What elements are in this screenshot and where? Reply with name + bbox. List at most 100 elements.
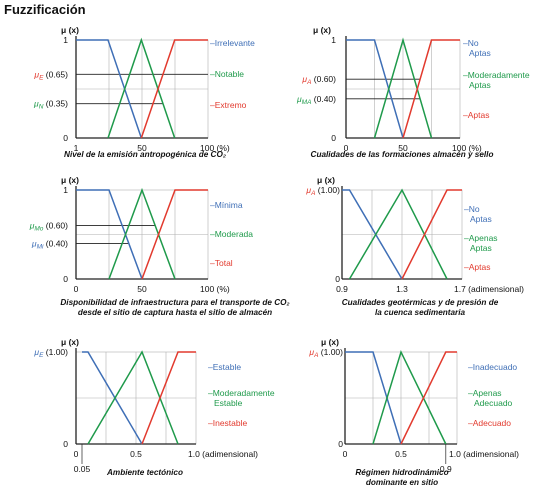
legend-label-3: –Aptas: [463, 110, 489, 120]
x-tick-label: 1: [74, 143, 79, 153]
series-line-3: [140, 39, 208, 139]
membership-marker-label: μMo (0.60): [29, 221, 68, 233]
y-tick-label-top: 1: [63, 185, 68, 195]
membership-marker-label: μMA (0.40): [296, 94, 336, 106]
series-line-2: [348, 188, 448, 280]
series-line-2: [372, 349, 447, 445]
y-tick-label-top: μA (1.00): [308, 347, 343, 359]
legend-label-3: –Aptas: [464, 262, 490, 272]
x-tick-label: 1.0 (adimensional): [188, 449, 258, 459]
x-tick-label: 0.5: [395, 449, 407, 459]
chart-caption: la cuenca sedimentaria: [375, 308, 466, 317]
legend-label-1: –Mínima: [210, 200, 243, 210]
series-line-2: [373, 37, 433, 139]
x-tick-label: 0: [74, 284, 79, 294]
y-tick-label-top: 1: [63, 35, 68, 45]
x-tick-label: 1.7 (adimensional): [454, 284, 524, 294]
chart-panel-3: μ (x)1 0 μMo (0.60) μMi (0.40) –Mínima –Moder…: [29, 175, 290, 317]
chart-caption: Cualidades de las formaciones almacén y …: [311, 150, 494, 159]
grid: [341, 189, 463, 280]
legend-label-3: –Adecuado: [468, 418, 511, 428]
chart-caption: dominante en sitio: [366, 478, 438, 487]
legend-label-3: –Extremo: [210, 100, 247, 110]
membership-marker-label: μA (0.60): [301, 74, 336, 86]
series-line-1: [346, 39, 404, 139]
y-tick-label-bottom: 0: [331, 133, 336, 143]
extra-tick-label: 0.9: [440, 464, 452, 474]
y-tick-label-bottom: 0: [63, 274, 68, 284]
page-title: Fuzzificación: [4, 2, 86, 17]
y-tick-label-bottom: 0: [63, 439, 68, 449]
series-line-1: [76, 189, 143, 280]
legend-label-1: –Irrelevante: [210, 38, 255, 48]
x-tick-label: 0.9: [336, 284, 348, 294]
y-axis-title: μ (x): [61, 25, 79, 35]
y-tick-label-top: μA (1.00): [305, 185, 340, 197]
y-tick-label-top: 1: [331, 35, 336, 45]
membership-marker-label: μE (0.65): [33, 69, 68, 81]
series-line-3: [141, 351, 196, 445]
series-line-1: [82, 351, 143, 445]
x-tick-label: 50: [137, 284, 147, 294]
chart-caption: desde el sitio de captura hasta el sitio…: [78, 308, 272, 317]
legend-label-1: –Inadecuado: [468, 362, 517, 372]
grid: [344, 351, 458, 445]
y-axis-title: μ (x): [61, 337, 79, 347]
y-axis-title: μ (x): [61, 175, 79, 185]
series-line-3: [400, 351, 457, 445]
x-tick-label: 0: [343, 449, 348, 459]
series-line-2: [87, 350, 179, 445]
y-axis-title: μ (x): [313, 25, 331, 35]
x-tick-label: 100 (%): [200, 143, 230, 153]
series-line-1: [345, 351, 402, 445]
series-line-3: [401, 189, 462, 280]
chart-caption: Nivel de la emisión antropogénica de CO₂: [64, 150, 226, 159]
y-tick-label-bottom: 0: [63, 133, 68, 143]
x-tick-label: 50: [398, 143, 408, 153]
x-tick-label: 0: [74, 449, 79, 459]
extra-tick-label: 0.05: [74, 464, 91, 474]
x-tick-label: 0.5: [130, 449, 142, 459]
series-line-2: [107, 37, 176, 139]
chart-caption: Disponibilidad de infraestructura para e…: [60, 298, 289, 307]
legend-label-1: –Estable: [208, 362, 241, 372]
grid: [345, 39, 461, 139]
x-tick-label: 1.3: [396, 284, 408, 294]
grid: [75, 39, 209, 139]
chart-caption: Ambiente tectónico: [106, 468, 183, 477]
x-tick-label: 0: [344, 143, 349, 153]
membership-marker-label: μN (0.35): [33, 99, 68, 111]
y-axis-title: μ (x): [321, 337, 339, 347]
series-line-3: [141, 189, 208, 280]
x-tick-label: 50: [137, 143, 147, 153]
grid: [75, 351, 197, 445]
y-tick-label-bottom: 0: [338, 439, 343, 449]
legend-label-2: –Moderada: [210, 229, 253, 239]
series-line-1: [76, 39, 143, 139]
chart-caption: Cualidades geotérmicas y de presión de: [342, 298, 499, 307]
legend-label-3: –Total: [210, 258, 233, 268]
membership-marker-label: μMi (0.40): [31, 238, 68, 250]
series-line-3: [402, 39, 460, 139]
grid: [75, 189, 209, 280]
chart-caption: Régimen hidrodinámico: [355, 468, 448, 477]
series-line-1: [342, 189, 403, 280]
series-line-2: [108, 187, 176, 280]
y-tick-label-top: μE (1.00): [33, 347, 68, 359]
legend-label-3: –Inestable: [208, 418, 247, 428]
x-tick-label: 100 (%): [200, 284, 230, 294]
x-tick-label: 100 (%): [452, 143, 482, 153]
legend-label-2: –Notable: [210, 69, 244, 79]
